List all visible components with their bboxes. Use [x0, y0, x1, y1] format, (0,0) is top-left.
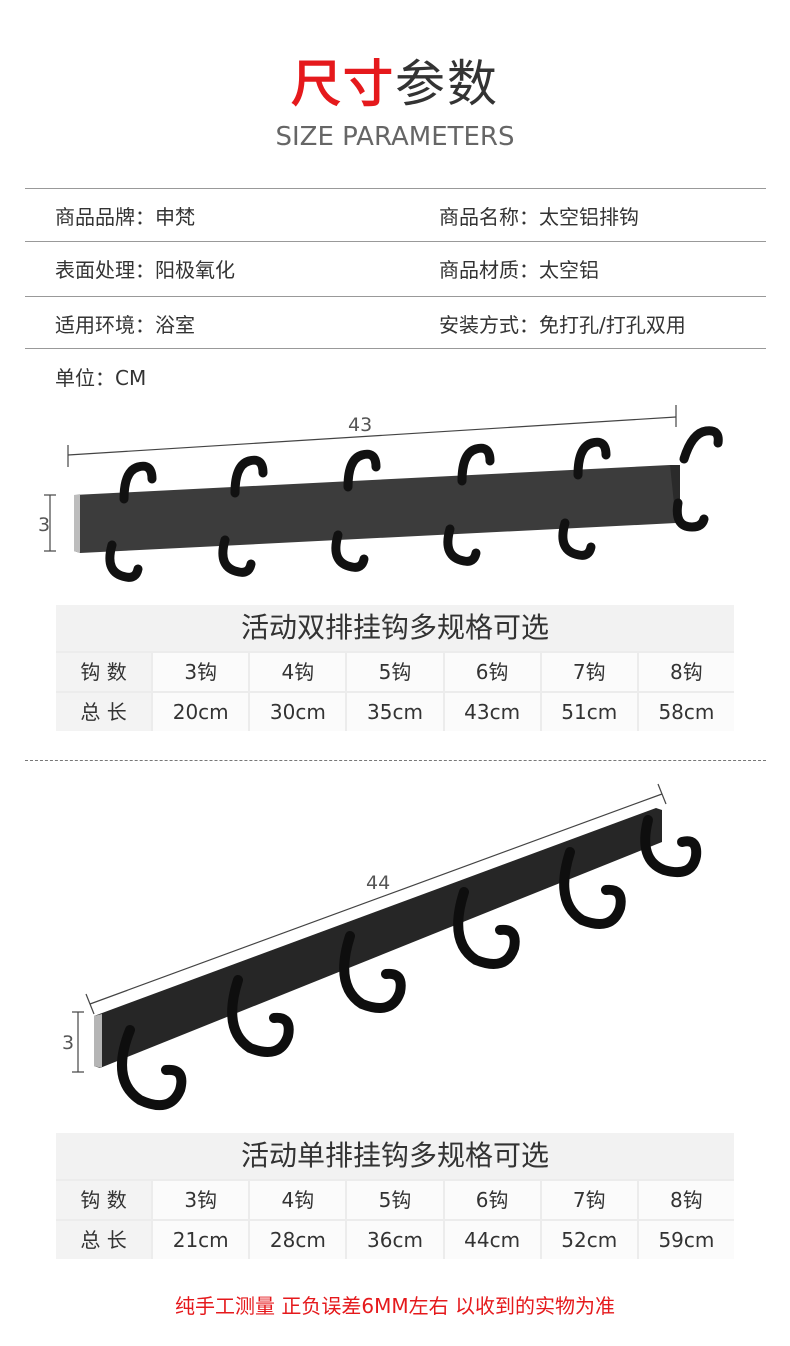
- measurement-note: 纯手工测量 正负误差6MM左右 以收到的实物为准: [175, 1294, 615, 1318]
- table-row: 总 长 21cm 28cm 36cm 44cm 52cm 59cm: [56, 1221, 734, 1259]
- param-divider: [25, 348, 766, 349]
- table-cell: 21cm: [153, 1221, 249, 1259]
- param-row: 商品品牌：申梵 商品名称：太空铝排钩: [25, 188, 766, 243]
- param-install: 安装方式：免打孔/打孔双用: [439, 313, 686, 337]
- table-cell: 8钩: [638, 1181, 734, 1219]
- param-brand: 商品品牌：申梵: [55, 205, 195, 229]
- table-row: 钩 数 3钩 4钩 5钩 6钩 7钩 8钩: [56, 653, 734, 691]
- title-highlight: 尺寸: [291, 55, 395, 113]
- length-label: 43: [348, 414, 373, 436]
- table-cell: 51cm: [541, 693, 637, 731]
- spec-table-single: 活动单排挂钩多规格可选 钩 数 3钩 4钩 5钩 6钩 7钩 8钩 总 长 21…: [56, 1133, 734, 1259]
- spec-table-title: 活动双排挂钩多规格可选: [56, 605, 734, 651]
- table-cell: 30cm: [250, 693, 346, 731]
- table-cell: 52cm: [541, 1221, 637, 1259]
- table-cell: 59cm: [638, 1221, 734, 1259]
- table-cell: 20cm: [153, 693, 249, 731]
- table-cell: 43cm: [444, 693, 540, 731]
- param-environment: 适用环境：浴室: [55, 313, 195, 337]
- table-cell: 7钩: [541, 653, 637, 691]
- section-subtitle: SIZE PARAMETERS: [275, 122, 515, 152]
- double-row-hook-image: [44, 405, 723, 582]
- spec-table-title: 活动单排挂钩多规格可选: [56, 1133, 734, 1179]
- height-label: 3: [62, 1032, 75, 1054]
- table-cell: 4钩: [250, 653, 346, 691]
- table-cell: 35cm: [347, 693, 443, 731]
- section-title: 尺寸参数: [0, 52, 790, 116]
- table-cell: 28cm: [250, 1221, 346, 1259]
- param-name: 商品名称：太空铝排钩: [439, 205, 639, 229]
- length-label: 44: [366, 872, 391, 894]
- param-row: 表面处理：阳极氧化 商品材质：太空铝: [25, 241, 766, 296]
- table-row: 钩 数 3钩 4钩 5钩 6钩 7钩 8钩: [56, 1181, 734, 1219]
- table-cell: 总 长: [56, 693, 152, 731]
- param-material: 商品材质：太空铝: [439, 258, 599, 282]
- section-divider: [25, 760, 766, 761]
- table-cell: 7钩: [541, 1181, 637, 1219]
- table-cell: 4钩: [250, 1181, 346, 1219]
- table-cell: 钩 数: [56, 653, 152, 691]
- title-rest: 参数: [395, 55, 499, 113]
- single-row-hook-image: [72, 783, 702, 1111]
- spec-table-double: 活动双排挂钩多规格可选 钩 数 3钩 4钩 5钩 6钩 7钩 8钩 总 长 20…: [56, 605, 734, 731]
- table-cell: 6钩: [444, 653, 540, 691]
- table-cell: 36cm: [347, 1221, 443, 1259]
- param-unit: 单位：CM: [55, 366, 147, 390]
- table-cell: 钩 数: [56, 1181, 152, 1219]
- table-cell: 5钩: [347, 653, 443, 691]
- param-row: 适用环境：浴室 安装方式：免打孔/打孔双用: [25, 296, 766, 351]
- table-cell: 58cm: [638, 693, 734, 731]
- table-cell: 6钩: [444, 1181, 540, 1219]
- table-cell: 3钩: [153, 1181, 249, 1219]
- param-finish: 表面处理：阳极氧化: [55, 258, 235, 282]
- table-cell: 44cm: [444, 1221, 540, 1259]
- table-cell: 3钩: [153, 653, 249, 691]
- table-row: 总 长 20cm 30cm 35cm 43cm 51cm 58cm: [56, 693, 734, 731]
- table-cell: 5钩: [347, 1181, 443, 1219]
- table-cell: 8钩: [638, 653, 734, 691]
- table-cell: 总 长: [56, 1221, 152, 1259]
- height-label: 3: [38, 514, 51, 536]
